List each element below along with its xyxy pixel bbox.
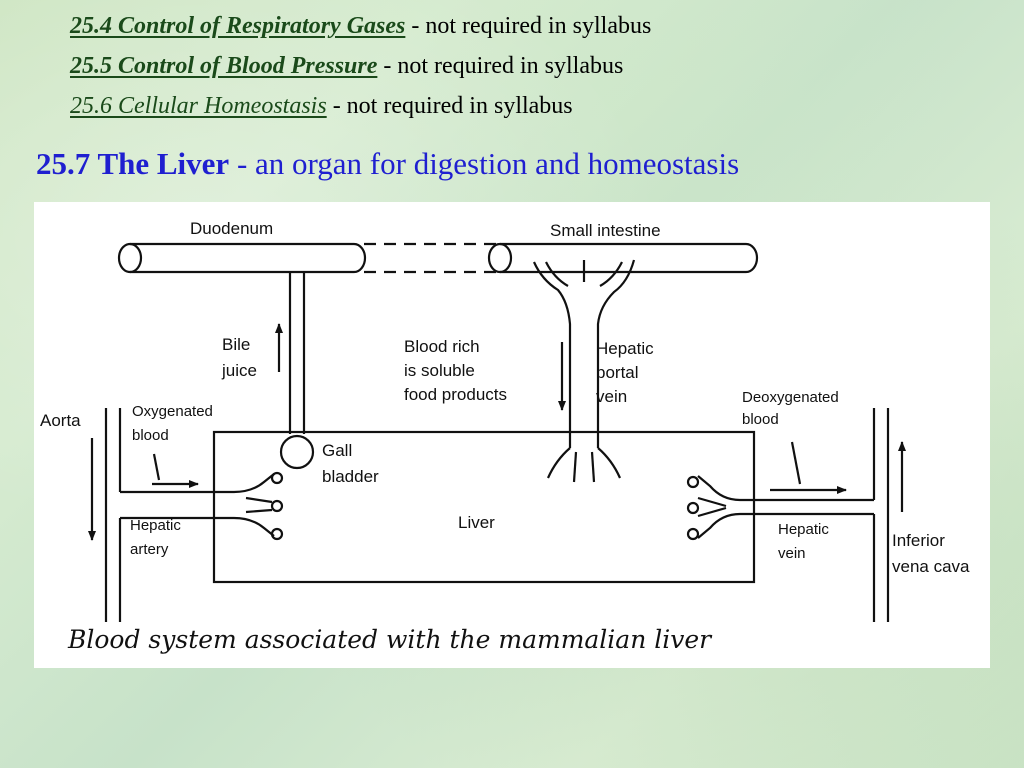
syllabus-list: 25.4 Control of Respiratory Gases - not … xyxy=(70,6,1000,126)
label-vein: vein xyxy=(778,545,806,562)
label-hepatic-vein: Hepatic xyxy=(778,521,829,538)
label-inferior: Inferior xyxy=(892,531,945,550)
label-hepatic-portal: Hepatic xyxy=(596,339,654,358)
label-aorta: Aorta xyxy=(40,411,81,430)
label-gall: Gall xyxy=(322,441,352,460)
label-is-soluble: is soluble xyxy=(404,361,475,380)
label-oxygenated: Oxygenated xyxy=(132,403,213,420)
hepatic-portal-vein xyxy=(532,259,636,483)
liver-box xyxy=(212,430,756,584)
label-bile-juice: juice xyxy=(221,361,257,380)
diagram-caption: Blood system associated with the mammali… xyxy=(67,625,713,654)
label-artery: artery xyxy=(130,541,169,558)
label-vena-cava: vena cava xyxy=(892,557,970,576)
small-intestine-tube xyxy=(487,242,759,274)
section-title: 25.7 The Liver xyxy=(36,146,230,181)
topic-link-blood-pressure[interactable]: 25.5 Control of Blood Pressure xyxy=(70,53,378,79)
syllabus-item-blood-pressure: 25.5 Control of Blood Pressure - not req… xyxy=(70,46,1000,86)
topic-note: - not required in syllabus xyxy=(377,53,624,79)
bile-duct xyxy=(279,272,315,470)
label-deoxygenated: Deoxygenated xyxy=(742,389,839,406)
topic-note: - not required in syllabus xyxy=(326,93,573,119)
label-duodenum: Duodenum xyxy=(190,219,273,238)
section-heading: 25.7 The Liver - an organ for digestion … xyxy=(36,146,739,182)
hepatic-vein xyxy=(686,441,874,541)
aorta-vessel xyxy=(88,408,122,622)
label-small-intestine: Small intestine xyxy=(550,221,661,240)
topic-link-cellular-homeostasis[interactable]: 25.6 Cellular Homeostasis xyxy=(70,93,327,119)
syllabus-item-respiratory: 25.4 Control of Respiratory Gases - not … xyxy=(70,6,1000,46)
liver-diagram-panel: Duodenum Small intestine Bile juice Bloo… xyxy=(34,202,990,668)
label-deoxygenated-blood: blood xyxy=(742,411,779,428)
syllabus-item-cellular-homeostasis: 25.6 Cellular Homeostasis - not required… xyxy=(70,86,1000,126)
label-food-products: food products xyxy=(404,385,507,404)
hepatic-artery xyxy=(120,453,284,541)
label-gall-bladder: bladder xyxy=(322,467,379,486)
topic-note: - not required in syllabus xyxy=(405,13,652,39)
dashed-connection xyxy=(364,242,500,274)
duodenum-tube xyxy=(117,242,367,274)
topic-link-respiratory-gases[interactable]: 25.4 Control of Respiratory Gases xyxy=(70,13,406,39)
label-portal: portal xyxy=(596,363,639,382)
label-liver: Liver xyxy=(458,513,495,532)
label-blood-rich: Blood rich xyxy=(404,337,480,356)
label-portal-vein: vein xyxy=(596,387,627,406)
label-bile: Bile xyxy=(222,335,250,354)
inferior-vena-cava xyxy=(872,408,906,622)
label-oxygenated-blood: blood xyxy=(132,427,169,444)
liver-diagram: Duodenum Small intestine Bile juice Bloo… xyxy=(40,219,970,654)
section-subtitle: - an organ for digestion and homeostasis xyxy=(229,146,740,181)
label-hepatic-artery: Hepatic xyxy=(130,517,181,534)
